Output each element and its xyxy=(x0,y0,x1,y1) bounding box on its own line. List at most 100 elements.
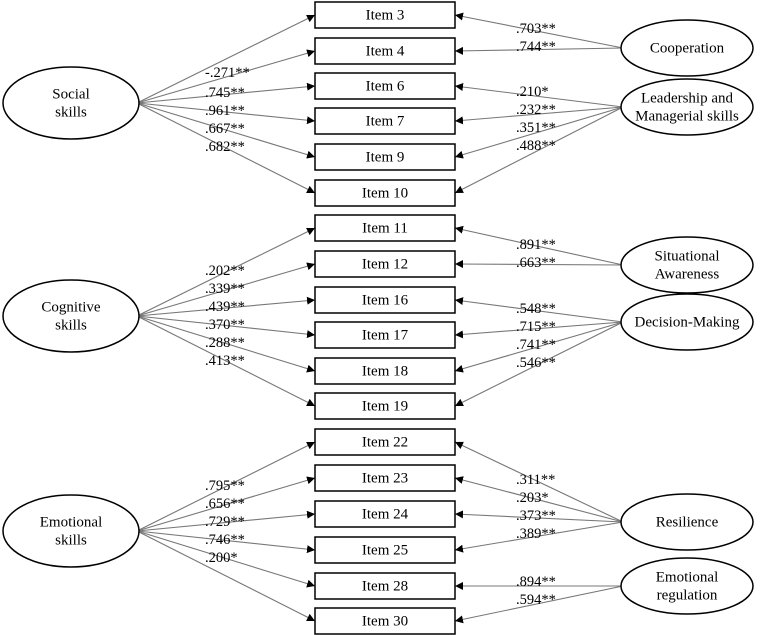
right-factor-ellipse xyxy=(620,293,754,351)
loading-label: .202** xyxy=(205,263,245,279)
left-factor-label: Cognitive xyxy=(41,299,101,315)
loading-label: .682** xyxy=(205,139,245,155)
path-arrow xyxy=(454,83,624,108)
loading-label: .741** xyxy=(516,337,556,353)
loading-label: .894** xyxy=(516,574,556,590)
path-arrow xyxy=(454,225,624,266)
right-factor-label: Resilience xyxy=(656,514,719,530)
item-box-rect xyxy=(314,1,456,29)
loading-label: .339** xyxy=(205,281,245,297)
path-arrow xyxy=(136,102,316,159)
right-factor: Resilience xyxy=(620,493,754,551)
loading-label: .667** xyxy=(205,121,245,137)
item-box: Item 19 xyxy=(314,392,456,420)
path-arrow xyxy=(136,262,316,317)
item-box-rect xyxy=(314,107,456,135)
loading-label: .594** xyxy=(516,592,556,608)
right-factor-label: Awareness xyxy=(655,266,720,282)
loading-label: .203* xyxy=(516,490,549,506)
path-arrow xyxy=(136,476,316,532)
right-factor-ellipse xyxy=(620,19,754,77)
item-box: Item 28 xyxy=(314,572,456,600)
item-box-rect xyxy=(314,500,456,528)
item-box: Item 24 xyxy=(314,500,456,528)
path-arrow xyxy=(454,106,624,194)
path-arrow xyxy=(136,315,316,339)
item-box: Item 6 xyxy=(314,72,456,100)
loading-label: .373** xyxy=(516,508,556,524)
path-arrow xyxy=(454,297,624,323)
item-box-rect xyxy=(314,572,456,600)
item-box: Item 18 xyxy=(314,357,456,385)
right-factor-ellipse xyxy=(620,78,754,136)
loading-label: .200* xyxy=(205,550,238,566)
path-arrow xyxy=(454,46,624,55)
item-box-rect xyxy=(314,536,456,564)
right-factor: Decision-Making xyxy=(620,293,754,351)
item-label: Item 18 xyxy=(362,363,408,379)
loading-label: .389** xyxy=(516,526,556,542)
right-factor-label: Cooperation xyxy=(650,40,725,56)
left-factor-label: Social xyxy=(52,86,90,102)
item-box: Item 30 xyxy=(314,607,456,635)
path-arrow xyxy=(454,441,624,523)
item-box-rect xyxy=(314,321,456,349)
item-label: Item 30 xyxy=(362,613,408,629)
loading-label: .715** xyxy=(516,319,556,335)
right-factor-ellipse xyxy=(620,557,754,615)
loading-label: .746** xyxy=(205,532,245,548)
right-factor: Emotional regulation xyxy=(620,557,754,615)
left-factor-label: skills xyxy=(55,104,87,120)
right-factor-label: Situational xyxy=(655,248,720,264)
left-factor: Social skills xyxy=(2,66,140,140)
loading-label: .439** xyxy=(205,299,245,315)
path-arrow xyxy=(136,530,316,622)
item-label: Item 22 xyxy=(362,434,408,450)
factors-layer: SocialskillsCognitiveskillsEmotionalskil… xyxy=(2,19,754,615)
arrows-layer xyxy=(136,12,624,624)
right-factor-ellipse xyxy=(620,236,754,294)
path-arrow xyxy=(136,530,316,554)
left-factor-ellipse xyxy=(2,66,140,140)
left-factor-ellipse xyxy=(2,279,140,353)
path-arrow xyxy=(136,14,316,104)
item-label: Item 24 xyxy=(362,506,409,522)
item-label: Item 7 xyxy=(366,113,405,129)
loading-label: -.271** xyxy=(205,65,250,81)
loading-label: .413** xyxy=(205,353,245,369)
path-arrow xyxy=(136,227,316,317)
path-arrow xyxy=(136,315,316,407)
item-label: Item 17 xyxy=(362,327,409,343)
right-factor-label: Emotional xyxy=(656,569,719,585)
item-label: Item 23 xyxy=(362,470,408,486)
path-arrow xyxy=(454,321,624,407)
left-factor-label: skills xyxy=(55,532,87,548)
item-box: Item 25 xyxy=(314,536,456,564)
left-factor-label: Emotional xyxy=(40,514,103,530)
left-factor-ellipse xyxy=(2,494,140,568)
loading-label: .961** xyxy=(205,103,245,119)
item-label: Item 12 xyxy=(362,256,408,272)
item-box: Item 7 xyxy=(314,107,456,135)
right-factor-label: Leadership and xyxy=(641,90,734,106)
item-label: Item 19 xyxy=(362,398,408,414)
item-box: Item 22 xyxy=(314,428,456,456)
loading-label: .745** xyxy=(205,85,245,101)
item-box-rect xyxy=(314,72,456,100)
path-arrow xyxy=(454,260,624,269)
item-box: Item 17 xyxy=(314,321,456,349)
loadings-layer: -.271** .745** .961** .667** .682** .202** .33… xyxy=(205,21,556,608)
item-label: Item 28 xyxy=(362,578,408,594)
right-factor-label: regulation xyxy=(657,587,718,603)
path-arrow xyxy=(454,321,624,339)
path-arrow xyxy=(136,510,316,532)
item-box-rect xyxy=(314,179,456,207)
item-label: Item 11 xyxy=(362,220,408,236)
item-box-rect xyxy=(314,357,456,385)
loading-label: .729** xyxy=(205,514,245,530)
